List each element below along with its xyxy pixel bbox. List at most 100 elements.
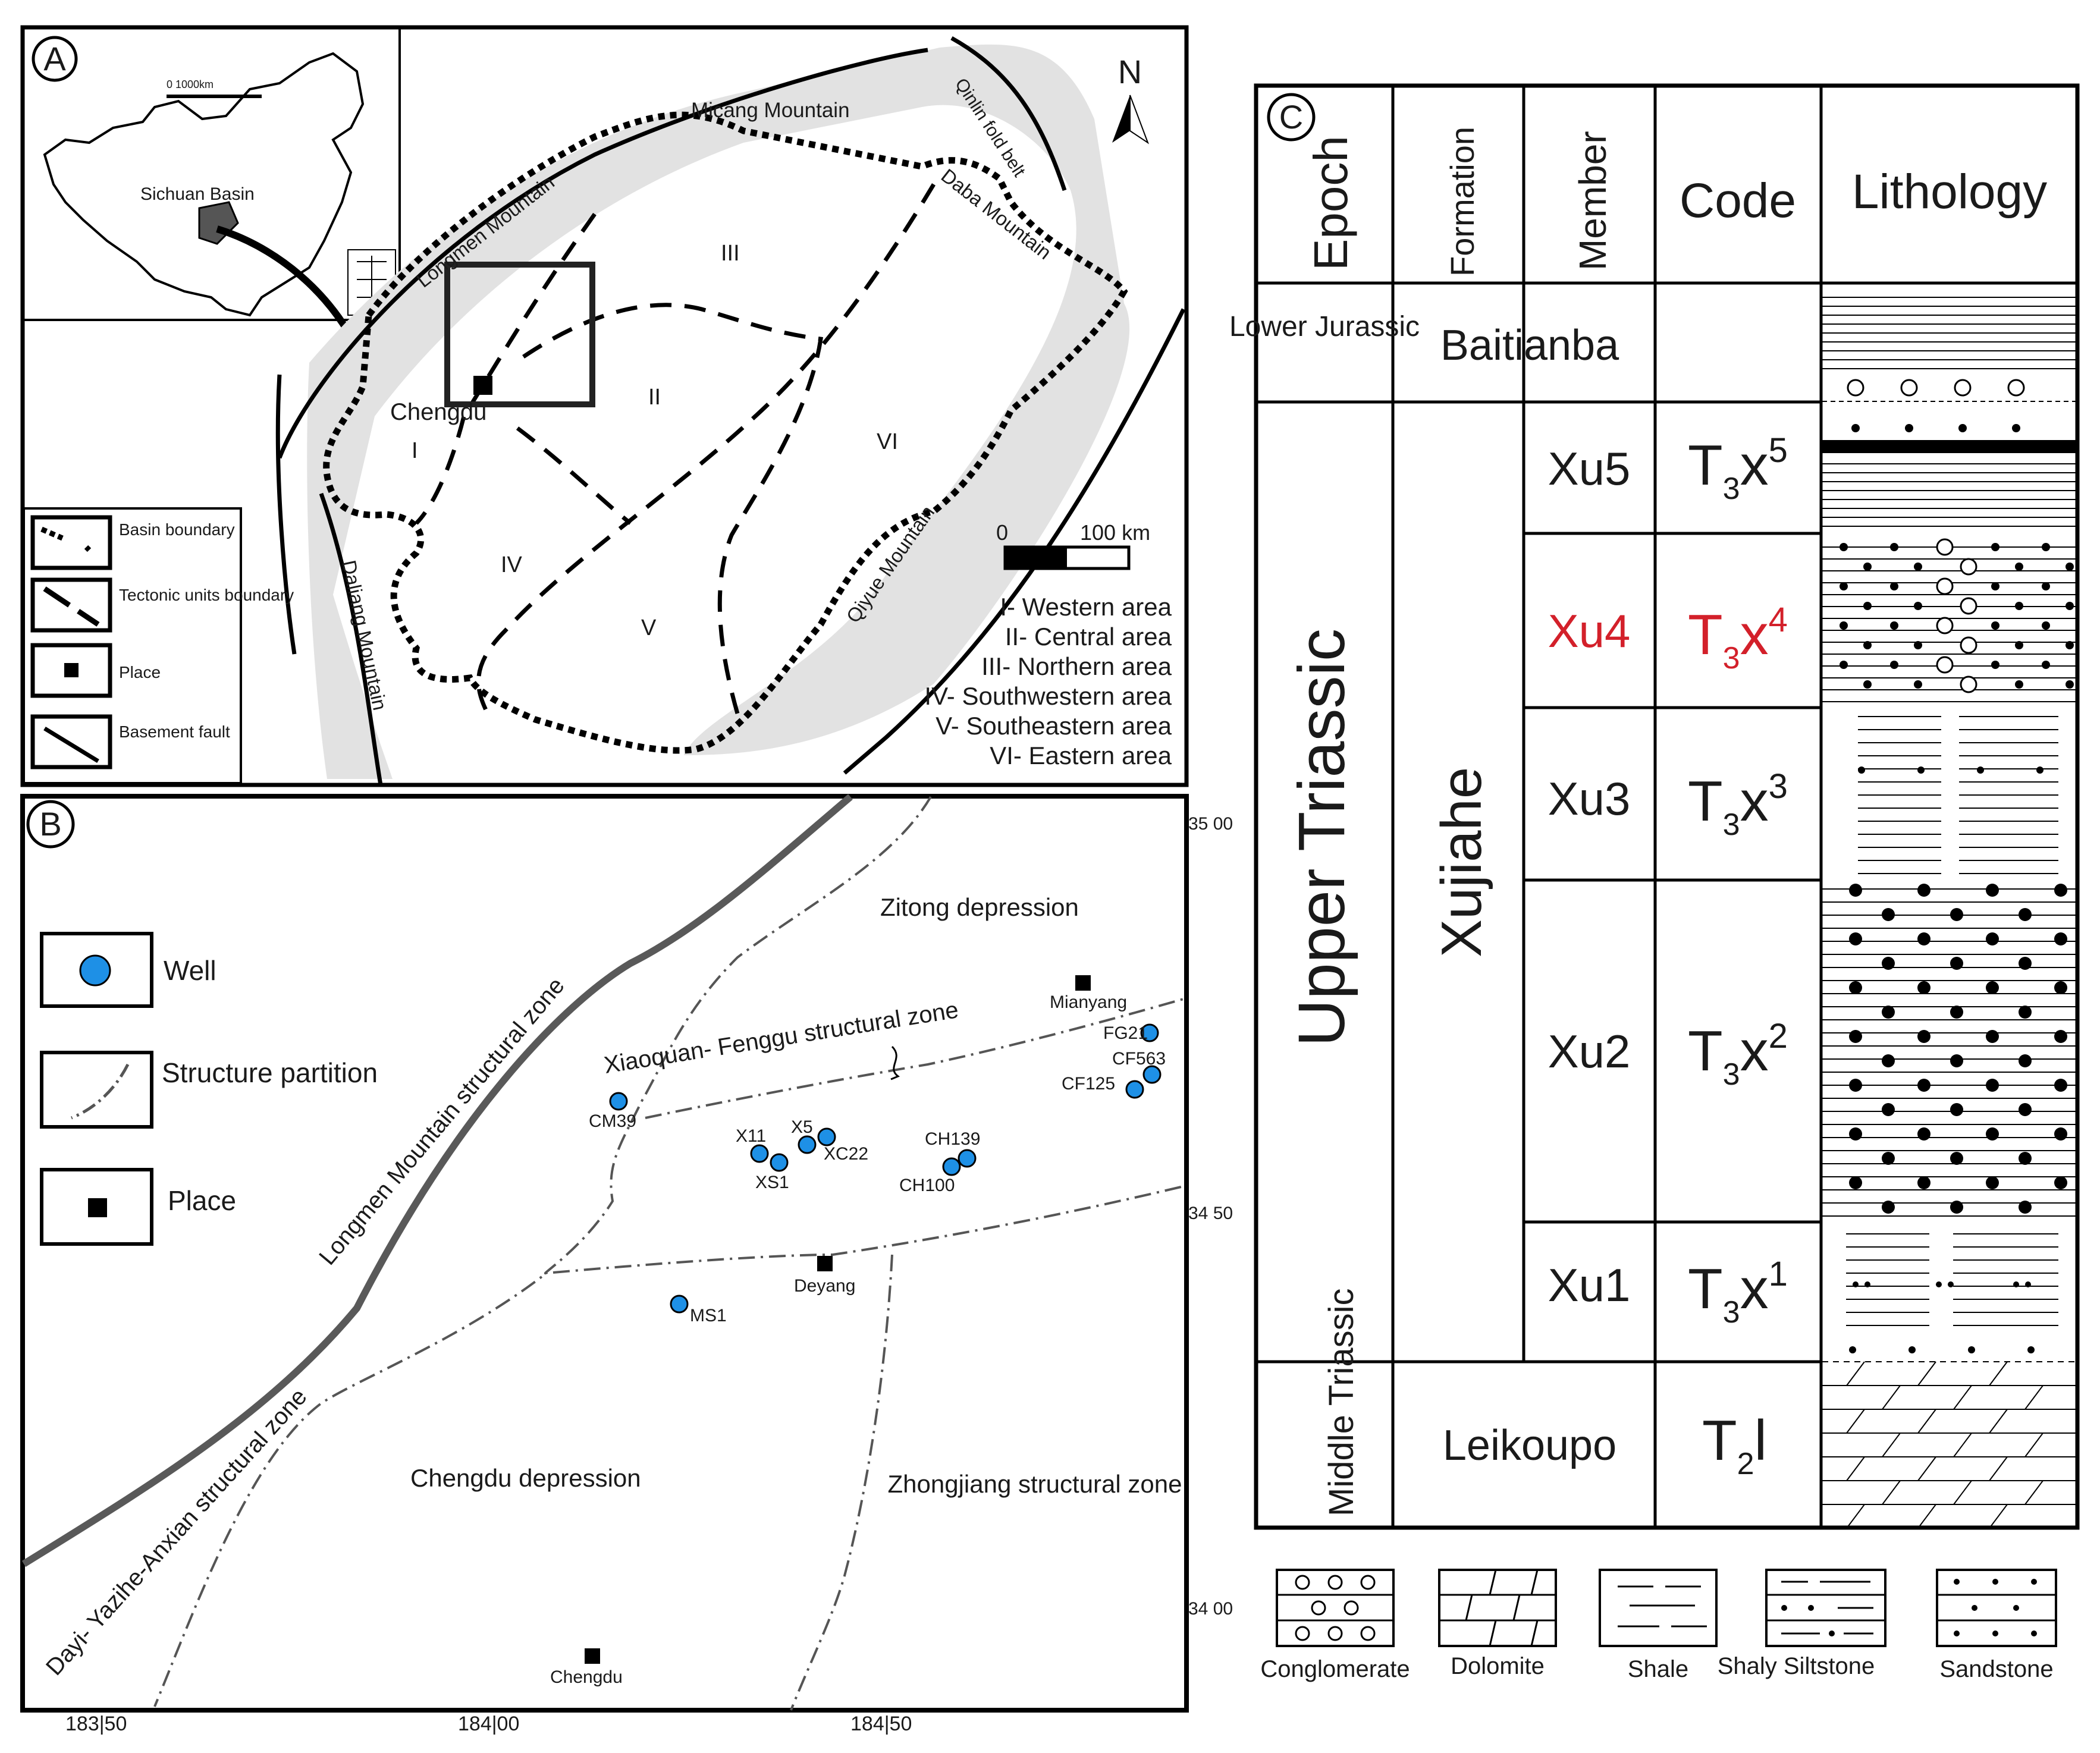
panel-c: C Epoch Formation Member Code Lithology … <box>1229 83 2080 1530</box>
legend-basin-boundary: Basin boundary <box>119 520 235 539</box>
header-epoch: Epoch <box>1304 136 1357 271</box>
region-III: III <box>721 241 740 266</box>
well-marker <box>1142 1065 1162 1084</box>
region-II: II <box>648 385 661 410</box>
area-item: II- Central area <box>1005 623 1172 651</box>
epoch-upper-triassic: Upper Triassic <box>1285 629 1358 1047</box>
area-item: I- Western area <box>1000 593 1172 621</box>
well-label: CH100 <box>899 1176 955 1195</box>
place-icon <box>88 1198 107 1217</box>
well-label: CH139 <box>925 1129 980 1149</box>
legend-sandstone-label: Sandstone <box>1939 1656 2053 1682</box>
lon-tick: 184|00 <box>458 1713 519 1735</box>
solid-line-icon <box>43 727 99 763</box>
well-marker <box>670 1295 689 1314</box>
legend-shaly-siltstone: Shaly Siltstone <box>1718 1569 1886 1679</box>
legend-conglomerate: Conglomerate <box>1260 1569 1410 1682</box>
chengdu-label: Chengdu <box>390 399 486 425</box>
code-leikoupo: T2l <box>1702 1409 1767 1481</box>
well-label: FG21 <box>1103 1023 1148 1043</box>
region-V: V <box>641 615 657 640</box>
legend-structure-label: Structure partition <box>162 1057 378 1088</box>
area-list: I- Western area II- Central area III- No… <box>924 593 1172 769</box>
well-label: CF563 <box>1112 1049 1166 1069</box>
epoch-lower-jurassic: Lower Jurassic <box>1229 311 1420 343</box>
member-xu1: Xu1 <box>1548 1259 1631 1311</box>
zhongjiang-zone-label: Zhongjiang structural zone <box>888 1470 1182 1498</box>
epoch-middle-triassic: Middle Triassic <box>1322 1288 1361 1516</box>
well-label: X5 <box>791 1117 813 1137</box>
legend-dolomite: Dolomite <box>1438 1569 1557 1679</box>
dashed-line-icon <box>43 586 100 627</box>
legend-place-label: Place <box>168 1185 236 1216</box>
code-xu5: T3x5 <box>1688 431 1788 506</box>
lat-tick: 34 50 <box>1188 1204 1233 1223</box>
places: Mianyang Deyang Chengdu <box>550 975 1127 1687</box>
mountain-belt <box>307 44 1130 779</box>
place-label-chengdu: Chengdu <box>550 1667 623 1687</box>
study-area-box <box>444 262 595 407</box>
square-icon <box>64 663 79 677</box>
lon-tick: 183|50 <box>65 1713 127 1735</box>
chengdu-depression-label: Chengdu depression <box>410 1464 641 1492</box>
well-label: X11 <box>736 1126 766 1146</box>
legend-shaly-siltstone-label: Shaly Siltstone <box>1718 1653 1875 1679</box>
region-I: I <box>412 438 418 463</box>
lithology-column <box>1822 297 2076 1529</box>
well-label: XS1 <box>755 1173 789 1192</box>
north-label: N <box>1118 53 1142 90</box>
well-marker <box>1140 1023 1159 1042</box>
formation-xujiahe: Xujiahe <box>1430 767 1493 957</box>
structure-partition-lines <box>153 796 1184 1711</box>
well-label: CM39 <box>589 1111 636 1131</box>
member-xu3: Xu3 <box>1548 772 1631 825</box>
panel-a-legend: Basin boundary Tectonic units boundary P… <box>23 507 294 784</box>
legend-basement-fault: Basement fault <box>119 722 230 741</box>
panel-a-letter: A <box>43 40 66 77</box>
well-marker <box>958 1149 977 1168</box>
well-marker <box>609 1092 628 1111</box>
lithology-legend: Conglomerate Dolomite Shale Shaly Siltst… <box>1260 1569 2057 1682</box>
well-marker <box>750 1144 769 1163</box>
micang-mountain-label: Micang Mountain <box>691 99 850 122</box>
panel-b-legend: Well Structure partition Place <box>40 932 378 1246</box>
dotted-line-icon <box>40 526 92 552</box>
lon-tick: 184|50 <box>850 1713 912 1735</box>
code-xu1: T3x1 <box>1688 1255 1788 1330</box>
basement-faults <box>275 36 1186 786</box>
legend-conglomerate-label: Conglomerate <box>1260 1656 1410 1682</box>
well-marker <box>798 1135 817 1154</box>
zitong-depression-label: Zitong depression <box>880 893 1079 921</box>
scale-bar: 0 100 km <box>996 520 1150 570</box>
basin-boundary <box>323 111 1128 754</box>
place-marker-mianyang <box>1075 975 1091 991</box>
well-marker <box>942 1157 961 1176</box>
inset-basin-label: Sichuan Basin <box>140 184 255 204</box>
well-marker <box>817 1127 836 1146</box>
well-marker <box>1125 1080 1144 1099</box>
lat-tick: 35 00 <box>1188 814 1233 834</box>
code-xu4: T3x4 <box>1688 601 1788 676</box>
legend-shale: Shale <box>1599 1569 1718 1682</box>
code-xu2: T3x2 <box>1688 1017 1788 1092</box>
legend-place: Place <box>119 663 161 681</box>
panel-a: A 0 1000km Sichuan Basin Chengdu Micang … <box>20 25 1189 787</box>
place-label-deyang: Deyang <box>794 1276 855 1296</box>
well-label: MS1 <box>690 1306 727 1325</box>
wells: FG21 CF563 CF125 CM39 X11 X5 XC22 XS1 CH… <box>589 1023 1166 1325</box>
well-label: CF125 <box>1062 1074 1115 1094</box>
well-marker <box>770 1153 789 1172</box>
panel-b-letter: B <box>39 805 61 843</box>
structure-partition-icon <box>71 1063 130 1120</box>
xiaoquan-structural-zone-label: Xiaoquan- Fenggu structural zone <box>602 997 960 1079</box>
member-xu5: Xu5 <box>1548 442 1631 495</box>
legend-well-label: Well <box>164 955 216 986</box>
panel-b: B Longmen Mountain structural zone Dayi-… <box>20 794 1233 1735</box>
place-marker-deyang <box>817 1256 833 1271</box>
chengdu-place-marker <box>473 376 492 395</box>
code-xu3: T3x3 <box>1688 767 1788 842</box>
legend-tectonic-units: Tectonic units boundary <box>119 586 294 604</box>
major-structure-lines <box>21 794 853 1567</box>
header-formation: Formation <box>1443 127 1481 277</box>
